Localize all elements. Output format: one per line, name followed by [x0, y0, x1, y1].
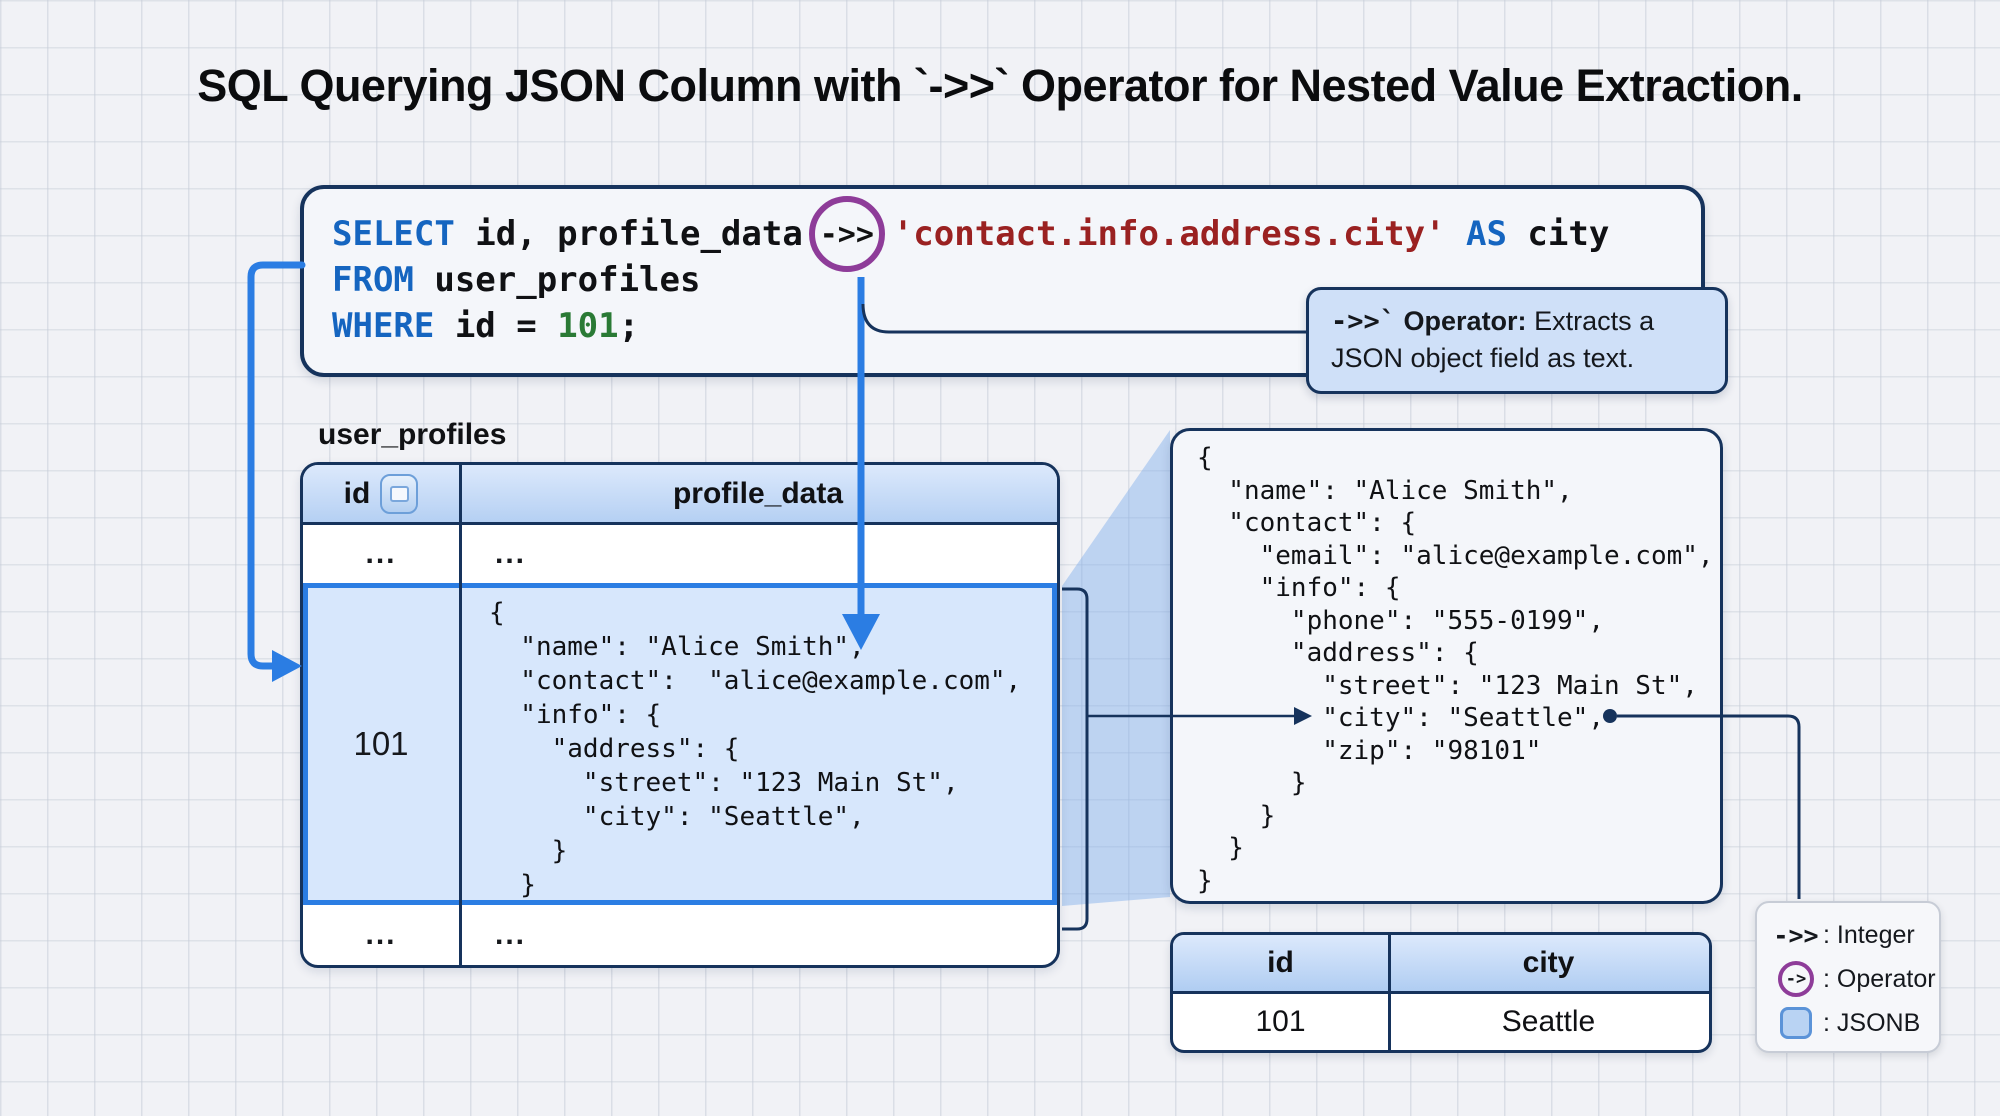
json-detail-content: { "name": "Alice Smith", "contact": { "e…	[1197, 443, 1714, 896]
arrow-query-to-row	[247, 261, 306, 670]
callout-body: Extracts a JSON object field as text.	[1331, 306, 1655, 373]
user-profiles-header-row: id profile_data	[303, 465, 1057, 525]
user-profiles-table-label: user_profiles	[318, 418, 507, 451]
result-id-cell: 101	[1255, 1005, 1306, 1038]
table-row-ellipsis-bottom: ... ...	[303, 905, 1057, 964]
sql-keyword-as: AS	[1445, 214, 1507, 254]
row-to-json-beam	[1062, 430, 1170, 906]
row-101-id-cell: 101	[353, 725, 409, 762]
operator-circle: ->>	[808, 196, 885, 272]
legend-item-operator: -> : Operator	[1769, 957, 1939, 1001]
ellipsis-cell: ...	[495, 537, 527, 570]
user-profiles-table: id profile_data ... ... 101 { "name": "A…	[300, 462, 1060, 968]
result-column-divider	[1388, 935, 1391, 1050]
sql-from-table: user_profiles	[413, 260, 701, 300]
column-divider	[459, 465, 462, 965]
ellipsis-cell: ...	[365, 537, 397, 570]
sql-keyword-select: SELECT	[332, 214, 455, 254]
sql-json-path: 'contact.info.address.city'	[892, 214, 1446, 254]
sql-select-columns: id, profile_data	[454, 214, 803, 254]
sql-semicolon: ;	[618, 306, 640, 346]
operator-circle-icon-wrap: ->	[1769, 961, 1823, 997]
header-profile-data-label: profile_data	[672, 476, 844, 510]
header-cell-profile-data: profile_data	[459, 465, 1057, 522]
row-bracket	[1062, 587, 1089, 931]
legend-operator-symbol: ->	[1785, 969, 1807, 989]
sql-keyword-where: WHERE	[332, 306, 435, 346]
arrow-query-to-row-head	[272, 650, 302, 682]
header-cell-id: id	[303, 465, 459, 522]
result-header-city: city	[1522, 946, 1575, 979]
sql-where-value: 101	[557, 306, 619, 346]
legend-item-integer: ->> : Integer	[1769, 913, 1939, 957]
operator-symbol: ->>	[819, 216, 874, 252]
legend-item-jsonb: : JSONB	[1769, 1001, 1939, 1045]
legend-integer-label: : Integer	[1823, 920, 1915, 949]
legend-jsonb-label: : JSONB	[1823, 1008, 1921, 1037]
legend-operator-label: : Operator	[1823, 964, 1936, 993]
sql-line-select: SELECT id, profile_data ->> 'contact.inf…	[332, 196, 1610, 272]
row-101-profile-data-cell: { "name": "Alice Smith", "contact": "ali…	[459, 583, 1057, 905]
callout-operator-label: Operator:	[1396, 306, 1527, 336]
sql-keyword-from: FROM	[332, 260, 414, 300]
json-detail-box: { "name": "Alice Smith", "contact": { "e…	[1170, 428, 1723, 904]
legend: ->> : Integer -> : Operator : JSONB	[1755, 901, 1941, 1053]
result-city-cell: Seattle	[1501, 1005, 1596, 1038]
ellipsis-cell: ...	[365, 917, 397, 951]
sql-line-from: FROM user_profiles	[332, 257, 1609, 303]
result-table: id city 101 Seattle	[1170, 932, 1712, 1053]
jsonb-square-icon-wrap	[1769, 1007, 1823, 1039]
ellipsis-cell: ...	[495, 917, 527, 951]
callout-operator-symbol: ->>`	[1331, 306, 1397, 337]
sql-code: SELECT id, profile_data ->> 'contact.inf…	[332, 196, 1610, 349]
table-row-ellipsis-top: ... ...	[303, 525, 1057, 583]
jsonb-key-icon-inner	[389, 485, 409, 502]
sql-alias: city	[1506, 214, 1610, 254]
sql-line-where: WHERE id = 101;	[332, 303, 1609, 349]
row-101-json: { "name": "Alice Smith", "contact": "ali…	[489, 597, 1022, 900]
page-title: SQL Querying JSON Column with `->>` Oper…	[197, 60, 1803, 111]
operator-callout: ->>` Operator: Extracts a JSON object fi…	[1306, 287, 1728, 394]
sql-where-condition: id =	[434, 306, 558, 346]
jsonb-key-icon	[380, 473, 419, 514]
result-header-row: id city	[1173, 935, 1709, 994]
header-id-label: id	[343, 476, 371, 510]
integer-operator-symbol: ->>	[1773, 920, 1819, 950]
operator-circle-icon: ->	[1778, 961, 1814, 997]
jsonb-square-icon	[1780, 1007, 1812, 1039]
table-row-101: 101 { "name": "Alice Smith", "contact": …	[303, 583, 1057, 905]
result-header-id: id	[1267, 946, 1294, 979]
result-data-row: 101 Seattle	[1173, 994, 1709, 1050]
